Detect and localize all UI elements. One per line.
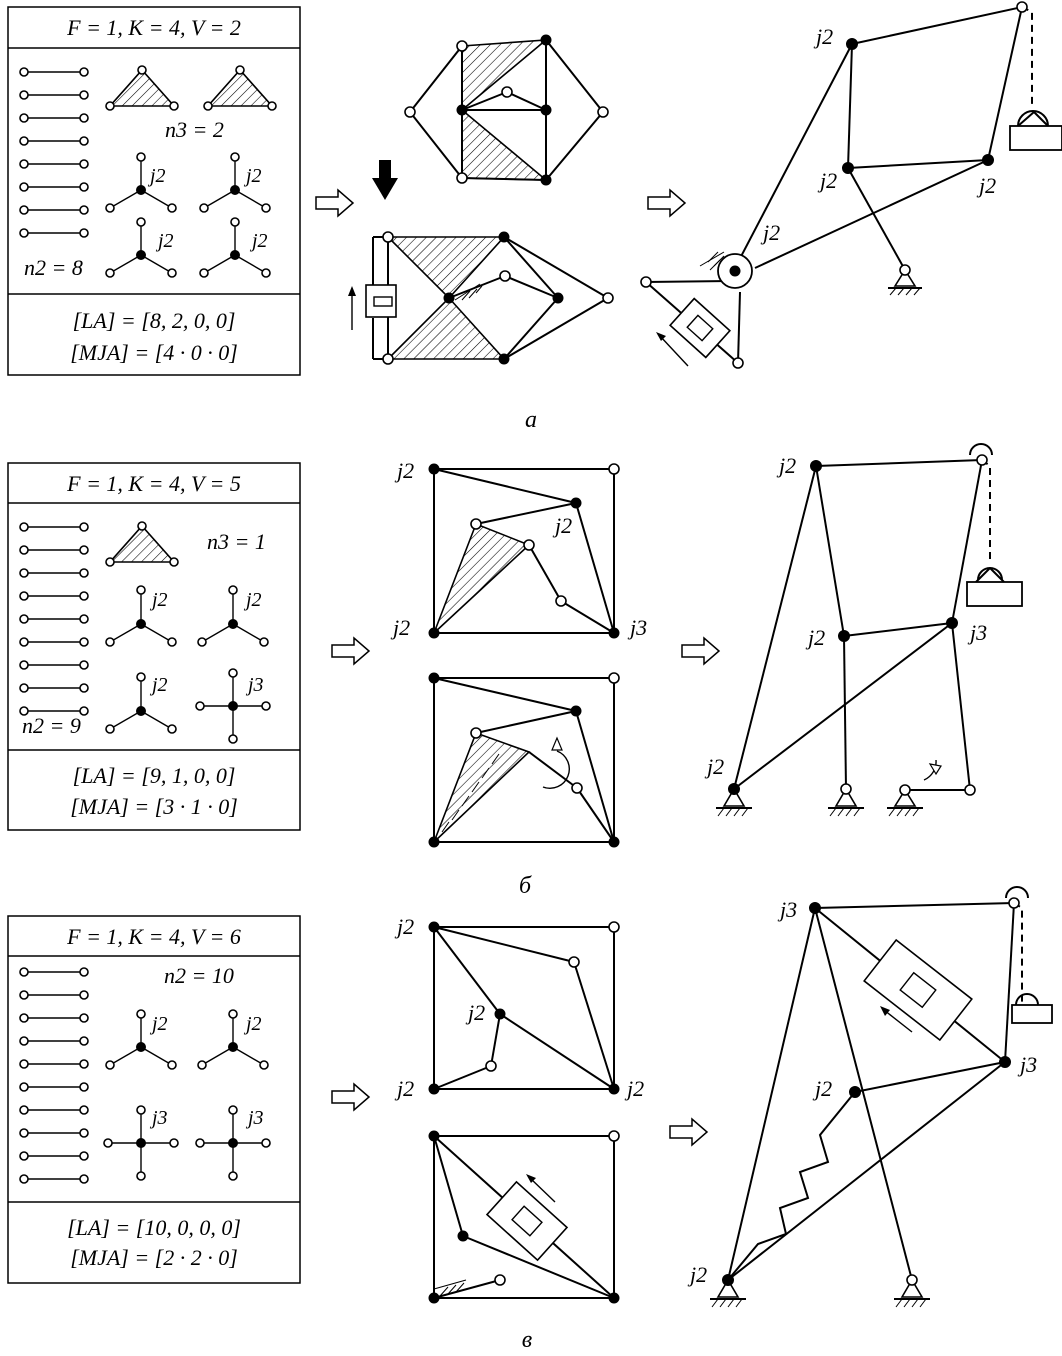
la-text: [LA] = [9, 1, 0, 0]: [73, 763, 236, 788]
mja-text: [MJA] = [2 · 2 · 0]: [70, 1245, 238, 1270]
mechanism-label: j3: [1017, 1052, 1037, 1077]
n2-text: n2 = 8: [24, 255, 83, 280]
mechanism-label: j2: [812, 1076, 832, 1101]
graph-label: j2: [552, 513, 572, 538]
joint-symbols: j2 j2 j2 j2: [105, 152, 271, 278]
joint-label: j2: [149, 1013, 168, 1035]
kinematic-graph: [372, 34, 609, 200]
joint-label: j2: [243, 165, 262, 187]
joint-label: j3: [149, 1107, 168, 1129]
transform-arrow-icon: [315, 188, 355, 218]
joint-label: j2: [149, 674, 168, 696]
mechanism-label: j2: [817, 168, 837, 193]
panel-b-table: F = 1, K = 4, V = 5 [LA] = [9, 1, 0, 0] …: [7, 462, 301, 831]
mechanism-diagram: j2 j3 j2 j2: [704, 443, 1023, 817]
graph-label: j2: [394, 914, 414, 939]
n3-text: n3 = 1: [207, 529, 266, 554]
transform-arrow-icon: [647, 188, 687, 218]
binary-links: [19, 967, 89, 1184]
mechanism-diagram: j2 j2 j2 j2: [640, 1, 1062, 369]
subfigure-caption: б: [519, 873, 532, 899]
joint-symbols: j2 j2 j3 j3: [103, 1009, 271, 1181]
mechanism-label: j2: [976, 173, 996, 198]
ternary-links: [105, 521, 179, 567]
mechanism-label: j2: [776, 453, 796, 478]
kinematic-graph: [348, 231, 614, 365]
mja-text: [MJA] = [3 · 1 · 0]: [70, 794, 238, 819]
joint-label: j2: [155, 230, 174, 252]
joint-label: j2: [243, 589, 262, 611]
joint-label: j2: [149, 589, 168, 611]
subfigure-caption: а: [525, 407, 537, 433]
joint-symbols: j2 j2 j2 j3: [105, 585, 271, 744]
ternary-links: [105, 65, 277, 111]
graph-label: j2: [624, 1076, 644, 1101]
graph-label: j2: [465, 1000, 485, 1025]
transform-arrow-icon: [681, 636, 721, 666]
transform-arrow-icon: [331, 1082, 371, 1112]
down-arrow-icon: [372, 160, 398, 200]
params-text: F = 1, K = 4, V = 6: [66, 924, 241, 949]
joint-label: j2: [243, 1013, 262, 1035]
params-text: F = 1, K = 4, V = 2: [66, 15, 241, 40]
panel-c-table: F = 1, K = 4, V = 6 [LA] = [10, 0, 0, 0]…: [7, 915, 301, 1284]
kinematic-graph: [428, 1130, 620, 1304]
n2-text: n2 = 10: [164, 963, 234, 988]
binary-links: [19, 522, 89, 716]
graph-label: j3: [627, 615, 647, 640]
mechanism-label: j3: [777, 897, 797, 922]
graph-label: j2: [394, 1076, 414, 1101]
joint-label: j2: [147, 165, 166, 187]
mechanism-label: j2: [805, 625, 825, 650]
kinematic-graph: j2 j2 j2 j3: [390, 458, 647, 640]
graph-label: j2: [390, 615, 410, 640]
mja-text: [MJA] = [4 · 0 · 0]: [70, 340, 238, 365]
panel-c: F = 1, K = 4, V = 6 [LA] = [10, 0, 0, 0]…: [7, 886, 1053, 1353]
transform-arrow-icon: [331, 636, 371, 666]
joint-label: j2: [249, 230, 268, 252]
mechanism-label: j3: [967, 620, 987, 645]
panel-b: F = 1, K = 4, V = 5 [LA] = [9, 1, 0, 0] …: [7, 443, 1023, 899]
mechanism-label: j2: [760, 220, 780, 245]
subfigure-caption: в: [522, 1327, 532, 1353]
transform-arrow-icon: [669, 1117, 709, 1147]
graph-label: j2: [394, 458, 414, 483]
mechanism-label: j2: [687, 1262, 707, 1287]
la-text: [LA] = [10, 0, 0, 0]: [67, 1215, 241, 1240]
n3-text: n3 = 2: [165, 117, 224, 142]
params-text: F = 1, K = 4, V = 5: [66, 471, 241, 496]
joint-label: j3: [245, 674, 264, 696]
mechanism-label: j2: [813, 24, 833, 49]
mechanism-label: j2: [704, 754, 724, 779]
panel-a: F = 1, K = 4, V = 2 [LA] = [8, 2, 0, 0] …: [7, 1, 1062, 433]
panel-a-table: F = 1, K = 4, V = 2 [LA] = [8, 2, 0, 0] …: [7, 6, 301, 376]
binary-links: [19, 67, 89, 238]
mechanism-diagram: j3 j3 j2 j2: [687, 886, 1053, 1308]
kinematic-graph: j2 j2 j2 j2: [394, 914, 644, 1101]
kinematic-graph: [428, 672, 620, 848]
joint-label: j3: [245, 1107, 264, 1129]
la-text: [LA] = [8, 2, 0, 0]: [73, 308, 236, 333]
n2-text: n2 = 9: [22, 713, 81, 738]
